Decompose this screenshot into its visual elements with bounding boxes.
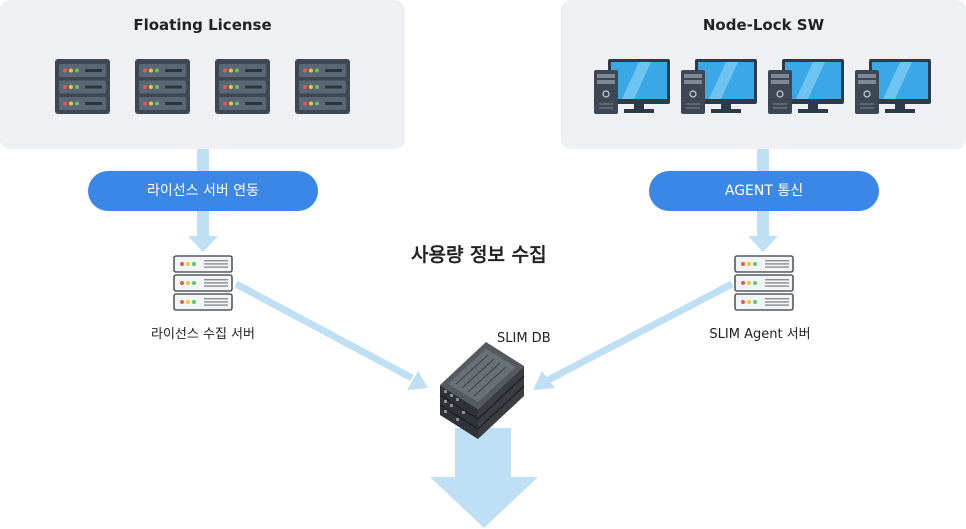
- left-diagonal-arrow: [234, 280, 428, 390]
- desktop-pc-icon: [768, 59, 844, 114]
- license-collection-server-icon: [173, 255, 233, 311]
- floating-license-servers: [55, 59, 350, 114]
- node-lock-panel: Node-Lock SW: [561, 0, 966, 149]
- desktop-pc-icon: [594, 59, 670, 114]
- agent-communication-pill: AGENT 통신: [649, 171, 879, 211]
- license-server-link-pill: 라이선스 서버 연동: [88, 171, 318, 211]
- node-lock-pcs: [594, 59, 931, 114]
- node-lock-title: Node-Lock SW: [702, 16, 825, 34]
- agent-server-label: SLIM Agent 서버: [709, 327, 811, 342]
- rack-server-icon: [215, 59, 270, 114]
- license-collection-server-label: 라이선스 수집 서버: [151, 327, 255, 342]
- usage-collection-heading: 사용량 정보 수집: [411, 244, 547, 266]
- floating-license-panel: Floating License: [0, 0, 405, 149]
- slim-db-label: SLIM DB: [497, 331, 551, 346]
- desktop-pc-icon: [855, 59, 931, 114]
- desktop-pc-icon: [681, 59, 757, 114]
- slim-db-server-icon: [439, 342, 525, 439]
- rack-server-icon: [55, 59, 110, 114]
- rack-server-icon: [135, 59, 190, 114]
- bottom-output-arrow: [430, 428, 538, 528]
- rack-server-icon: [295, 59, 350, 114]
- floating-license-title: Floating License: [133, 16, 272, 34]
- right-diagonal-arrow: [533, 280, 734, 390]
- agent-server-icon: [734, 255, 794, 311]
